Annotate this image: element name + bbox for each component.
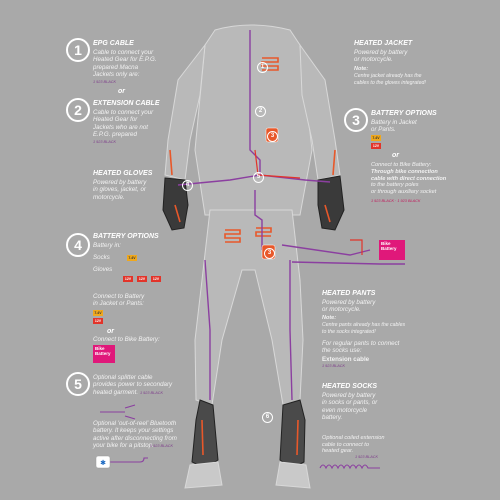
heated-socks-title: HEATED SOCKS (322, 383, 378, 390)
heated-pants-note-label: Note: (322, 315, 337, 321)
bike-connection-text: Connect to Bike Battery: Through bike co… (371, 162, 447, 196)
step-5-number: 5 (66, 372, 90, 396)
or-label-3: or (392, 152, 399, 159)
connect-bike-text: Connect to Bike Battery: (93, 336, 160, 343)
marker-3b: 3 (264, 248, 275, 259)
step-4-number: 4 (66, 233, 90, 257)
heated-pants-title: HEATED PANTS (322, 290, 376, 297)
extension-cable-label: Extension cable (322, 356, 370, 363)
marker-6: 6 (262, 412, 273, 423)
epg-cable-title: EPG CABLE (93, 40, 134, 47)
battery-gloves-1: 12V (123, 276, 133, 282)
battery-right-1: 7.4V (371, 135, 381, 141)
battery-gloves-2: 12V (137, 276, 147, 282)
bluetooth-code: 1 923 BLACK (150, 444, 174, 448)
heated-jacket-note-label: Note: (354, 66, 369, 72)
or-label-1: or (118, 88, 125, 95)
bike-connection-codes: 1 923 BLACK · 1 923 BLACK (371, 199, 421, 203)
heated-jacket-title: HEATED JACKET (354, 40, 413, 47)
socks-label: Socks (93, 254, 110, 261)
battery-gloves-3: 12V (151, 276, 161, 282)
battery-options-4-desc: Battery in: (93, 242, 121, 249)
battery-socks: 7.4V (127, 255, 137, 261)
gloves-label: Gloves (93, 266, 113, 273)
step-2-number: 2 (66, 98, 90, 122)
step-1-number: 1 (66, 38, 90, 62)
marker-5: 5 (253, 172, 264, 183)
marker-2: 2 (255, 106, 266, 117)
heated-pants-code: 1 923 BLACK (322, 364, 346, 368)
heated-gloves-title: HEATED GLOVES (93, 170, 153, 177)
step-3-number: 3 (344, 108, 368, 132)
extension-cable-code: 1 923 BLACK (93, 140, 117, 144)
marker-3: 3 (267, 131, 278, 142)
battery-jacket-1: 7.4V (93, 310, 103, 316)
svg-text:✱: ✱ (100, 459, 106, 467)
extension-cable-title: EXTENSION CABLE (93, 100, 160, 107)
coiled-cable-code: 1 923 BLACK (355, 455, 379, 459)
battery-right-2: 12V (371, 143, 381, 149)
or-label-4: or (107, 328, 114, 335)
battery-options-3-title: BATTERY OPTIONS (371, 110, 437, 117)
marker-1: 1 (257, 62, 268, 73)
marker-4: 4 (182, 180, 193, 191)
battery-jacket-2: 12V (93, 318, 103, 324)
epg-cable-code: 1 923 BLACK (93, 80, 117, 84)
splitter-cable-code: 1 923 BLACK (140, 391, 164, 395)
battery-options-4-title: BATTERY OPTIONS (93, 233, 159, 240)
